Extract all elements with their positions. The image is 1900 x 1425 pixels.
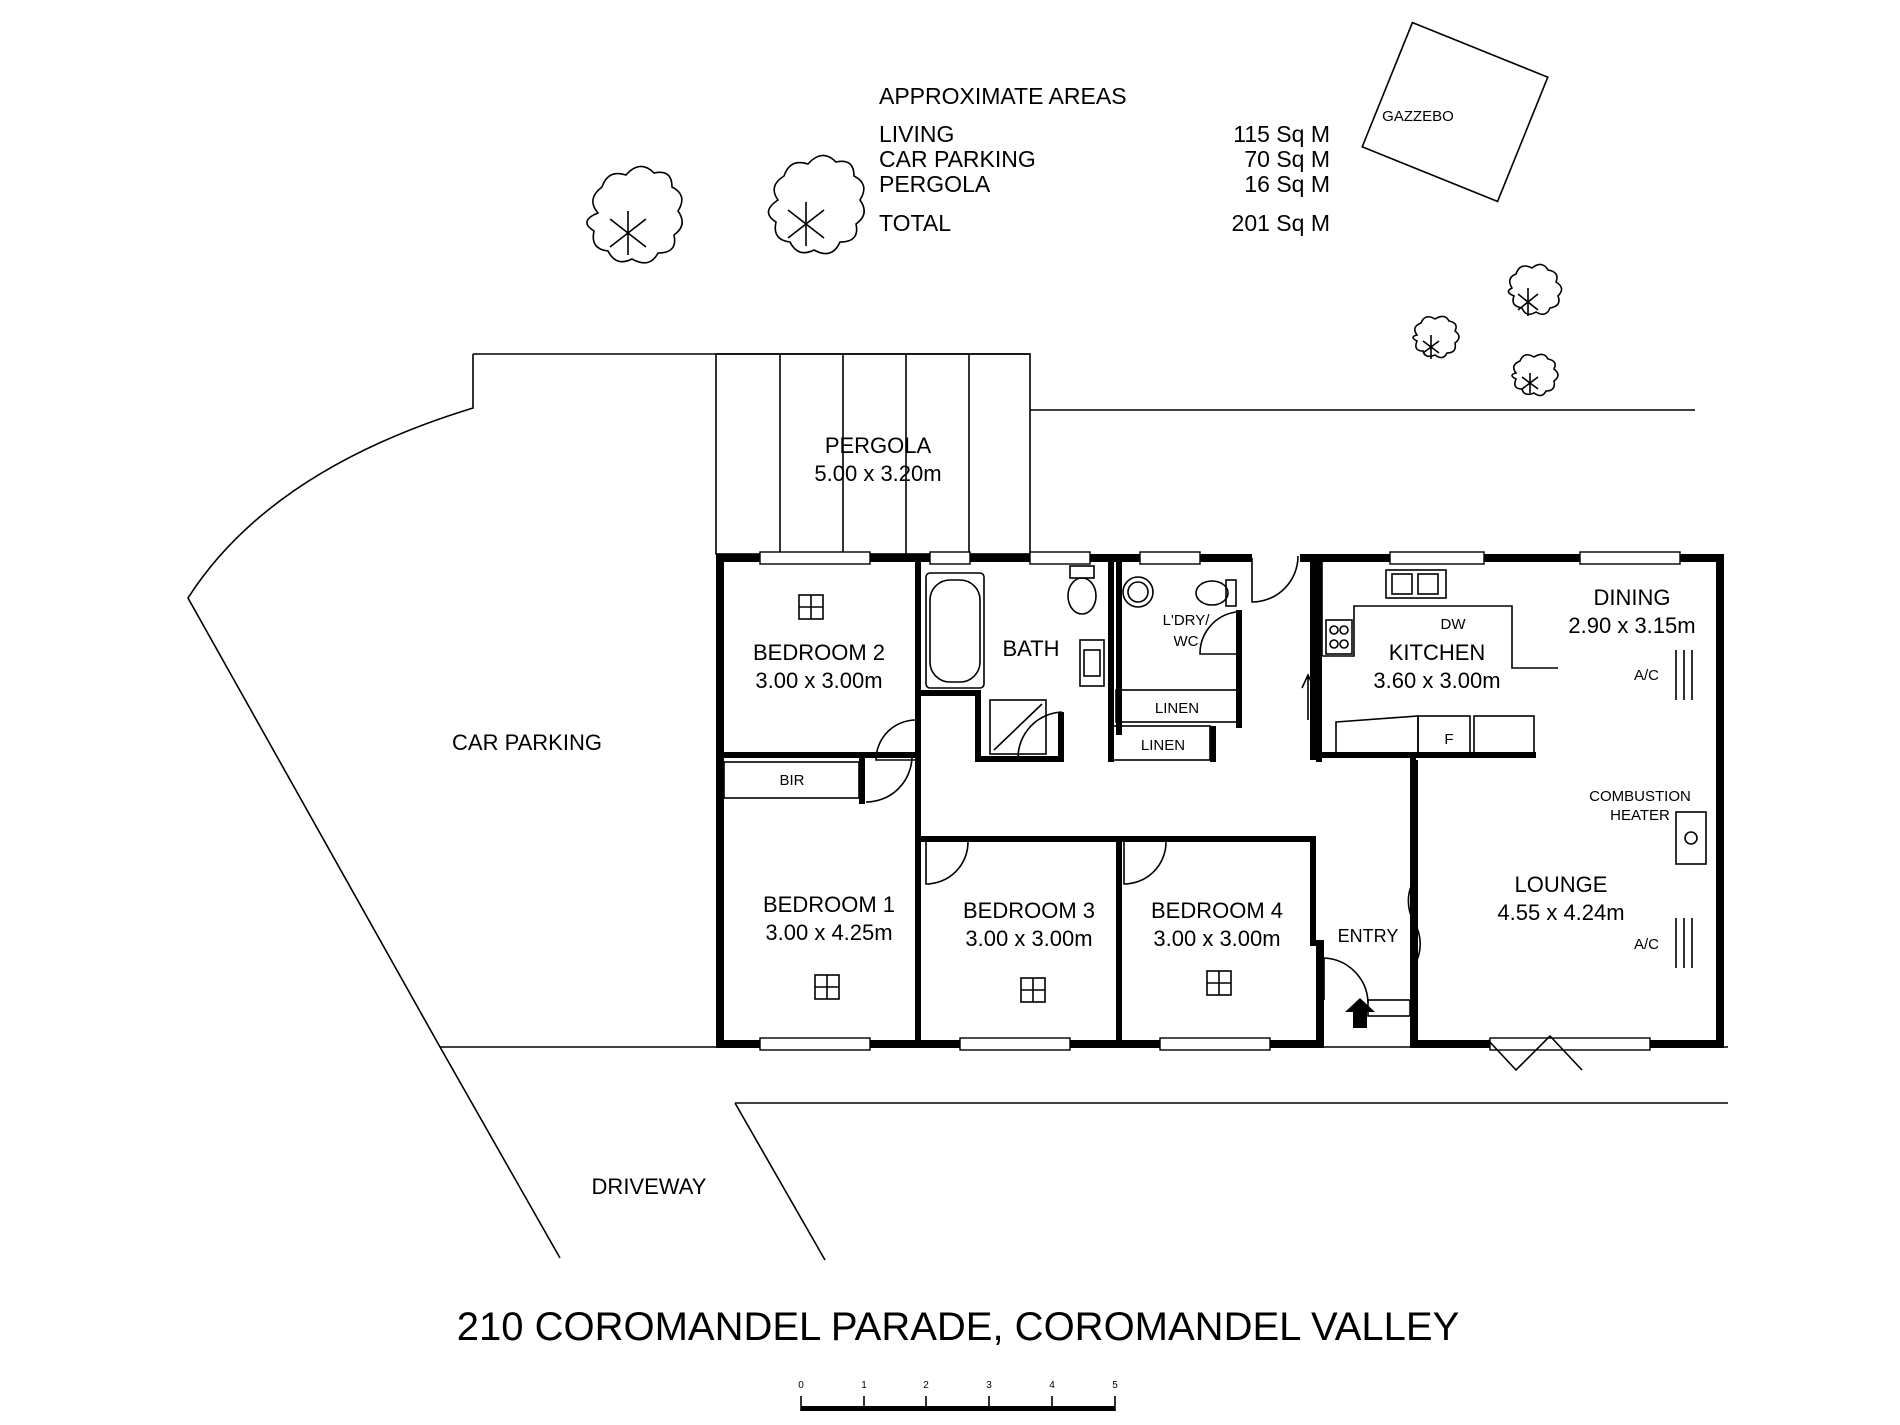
dishwasher-label: DW [1441,616,1467,633]
entry-label: ENTRY [1338,926,1399,946]
interior-walls [723,554,1416,1048]
area-label-car-parking: CAR PARKING [879,146,1036,172]
pergola-size: 5.00 x 3.20m [814,461,941,486]
bedroom-3-name: BEDROOM 3 [963,898,1095,923]
doors [865,555,1583,1072]
scale-tick-label: 4 [1049,1380,1055,1391]
lounge-name: LOUNGE [1515,872,1608,897]
ac-unit-icon [1675,918,1693,968]
areas-heading: APPROXIMATE AREAS [879,83,1127,109]
area-label-living: LIVING [879,121,954,147]
area-label-pergola: PERGOLA [879,171,991,197]
ac-label-1: A/C [1634,667,1659,684]
linen-label-2: LINEN [1141,737,1185,754]
scale-tick-label: 5 [1112,1380,1118,1391]
tree-icon [1511,353,1559,397]
heater-icon [1675,811,1707,865]
fridge-label: F [1444,731,1453,748]
scale-tick-label: 2 [923,1380,929,1391]
bedroom-1-size: 3.00 x 4.25m [765,920,892,945]
windows [759,551,1681,1051]
property-address: 210 COROMANDEL PARADE, COROMANDEL VALLEY [457,1305,1460,1349]
tree-icon [1507,263,1563,316]
driveway-label: DRIVEWAY [592,1174,707,1199]
gazebo [1361,21,1549,203]
area-value-pergola: 16 Sq M [1244,171,1330,197]
ac-label-2: A/C [1634,936,1659,953]
tree-icon [1412,315,1460,359]
site-lines [187,353,1728,1261]
dining-name: DINING [1594,585,1671,610]
bedroom-1-name: BEDROOM 1 [763,892,895,917]
dining-size: 2.90 x 3.15m [1568,613,1695,638]
tree-icon [767,154,865,255]
bedroom-4-size: 3.00 x 3.00m [1153,926,1280,951]
scale-tick-label: 3 [986,1380,992,1391]
bath-name: BATH [1002,636,1059,661]
fixtures [925,562,1707,968]
tree-icon [586,165,683,264]
lounge-size: 4.55 x 4.24m [1497,900,1624,925]
bedroom-2-size: 3.00 x 3.00m [755,668,882,693]
heater-label-line1: COMBUSTION [1589,788,1691,805]
laundry-name-line1: L'DRY/ [1163,612,1211,629]
bedroom-2-name: BEDROOM 2 [753,640,885,665]
area-label-total: TOTAL [879,210,951,236]
area-value-total: 201 Sq M [1232,210,1330,236]
laundry-name-line2: WC [1174,633,1199,650]
bir-label: BIR [779,772,804,789]
car-parking-label: CAR PARKING [452,730,602,755]
linen-label-1: LINEN [1155,700,1199,717]
scale-tick-label: 1 [861,1380,867,1391]
pergola-name: PERGOLA [825,433,932,458]
area-value-car-parking: 70 Sq M [1244,146,1330,172]
bedroom-4-name: BEDROOM 4 [1151,898,1283,923]
gazebo-label: GAZZEBO [1382,108,1454,125]
ac-unit-icon [1675,650,1693,700]
kitchen-size: 3.60 x 3.00m [1373,668,1500,693]
heater-label-line2: HEATER [1610,807,1670,824]
bedroom-3-size: 3.00 x 3.00m [965,926,1092,951]
kitchen-name: KITCHEN [1389,640,1486,665]
scale-tick-label: 0 [798,1380,804,1391]
area-value-living: 115 Sq M [1233,121,1330,147]
room-grid-icon [798,594,1232,1003]
scale-bar [800,1396,1116,1411]
entry-arrow-icon [1345,998,1375,1028]
